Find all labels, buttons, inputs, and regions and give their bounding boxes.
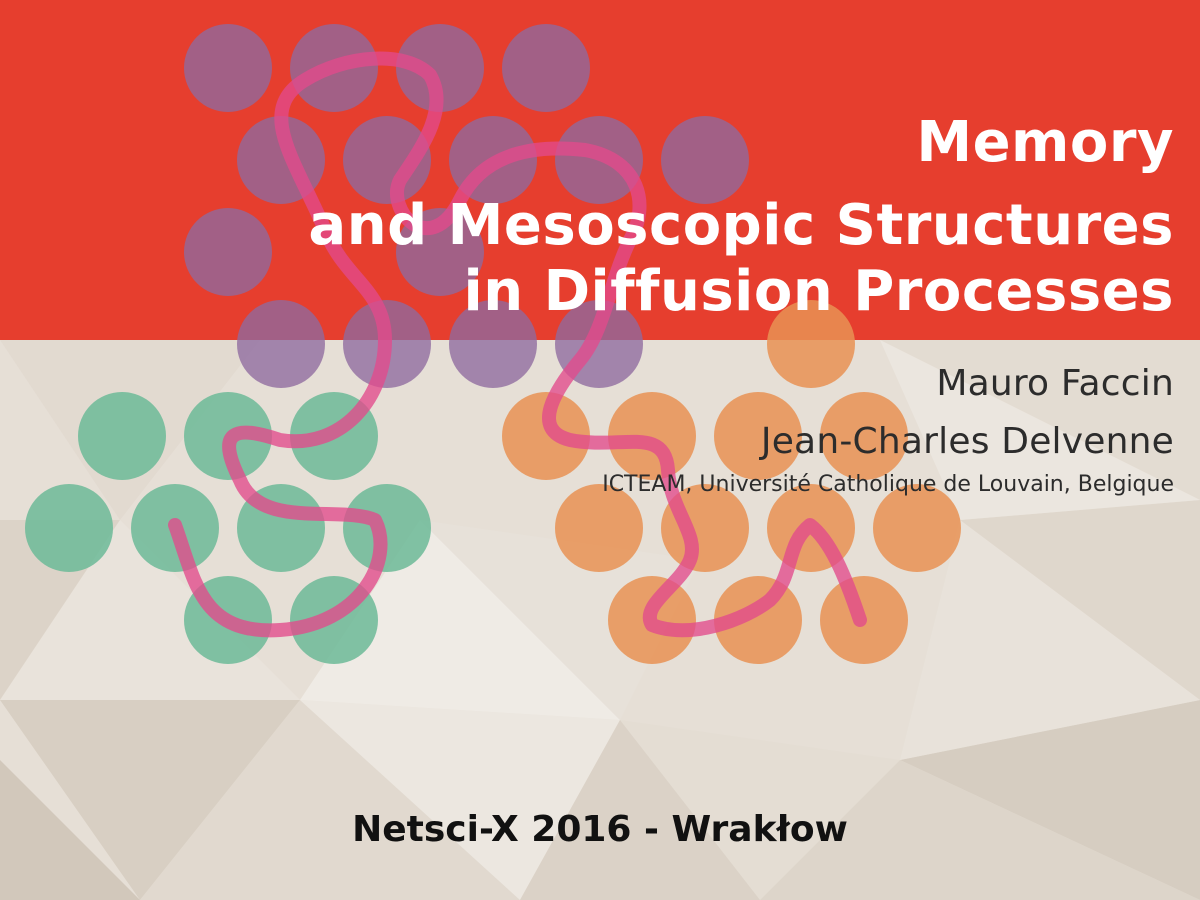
orange-node [714,392,802,480]
purple-node [502,24,590,112]
purple-node [184,208,272,296]
author-name: Mauro Faccin [936,363,1174,404]
low-poly-texture [0,340,1200,900]
author-name: Jean-Charles Delvenne [760,421,1174,462]
purple-node [184,24,272,112]
orange-node [608,392,696,480]
orange-node [767,300,855,388]
purple-node [661,116,749,204]
affiliation: ICTEAM, Université Catholique de Louvain… [602,472,1174,497]
random-walk-path [168,51,867,638]
purple-node-cluster [184,24,749,388]
orange-node [555,484,643,572]
green-node [343,484,431,572]
orange-node [820,392,908,480]
purple-node [396,24,484,112]
orange-node [873,484,961,572]
purple-node [449,300,537,388]
title-line-2: and Mesoscopic Structures [308,193,1174,258]
purple-node [343,116,431,204]
green-node [78,392,166,480]
purple-node [237,300,325,388]
title-line-1: Memory [916,110,1174,175]
orange-node [502,392,590,480]
conference-footer: Netsci-X 2016 - Wrakłow [352,809,848,850]
green-node [25,484,113,572]
title-line-3: in Diffusion Processes [463,259,1174,324]
